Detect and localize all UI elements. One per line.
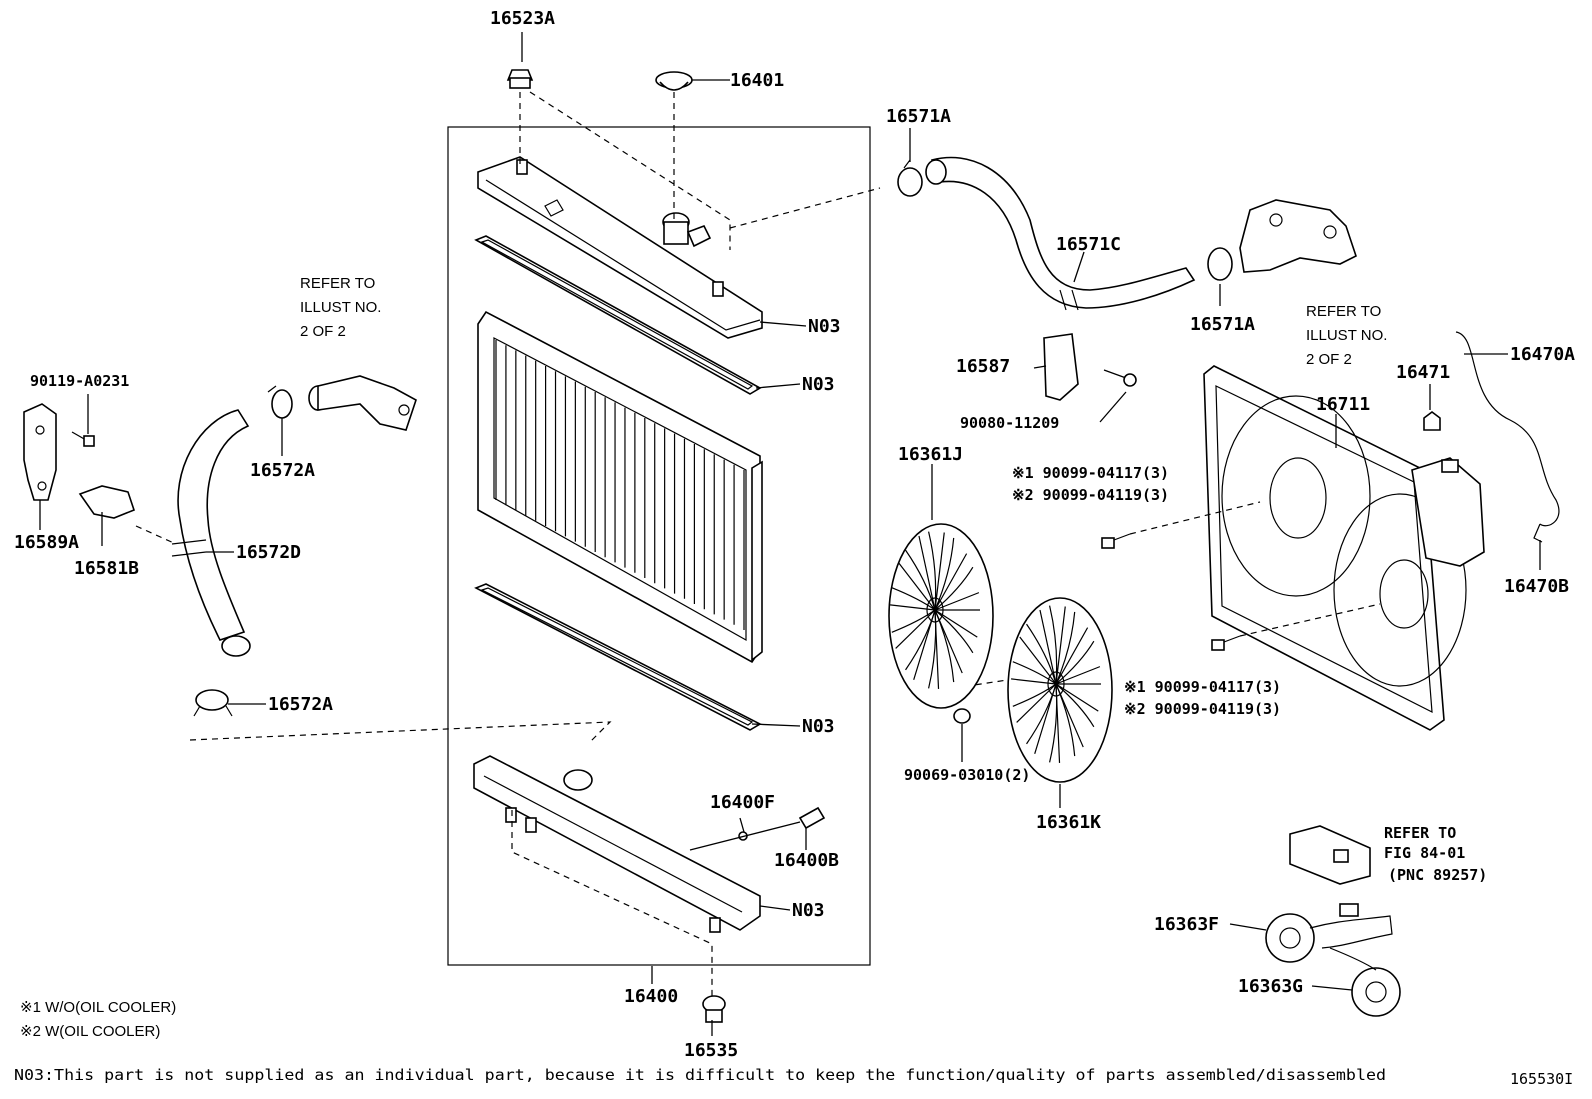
- fan-motor-16363G: [1329, 947, 1401, 1017]
- refer-note-right: REFER TO ILLUST NO. 2 OF 2: [1306, 303, 1387, 368]
- legend-note-1: ※1 W/O(OIL COOLER): [20, 999, 176, 1016]
- label-16535: 16535: [684, 1040, 738, 1061]
- svg-text:FIG 84-01: FIG 84-01: [1384, 844, 1465, 862]
- label-n03-1: N03: [808, 316, 841, 337]
- label-n03-3: N03: [802, 716, 835, 737]
- svg-text:2 OF 2: 2 OF 2: [300, 323, 346, 340]
- bolt-90119: [71, 431, 95, 447]
- radiator-cap: [655, 71, 693, 91]
- label-bolt-b-1: ※1 90099-04117(3): [1124, 678, 1281, 696]
- footer-n03-note: N03:This part is not supplied as an indi…: [14, 1066, 1386, 1084]
- hose-clamp-16571A-top: [897, 159, 923, 197]
- label-n03-2: N03: [802, 374, 835, 395]
- figure-code: 165530I: [1510, 1070, 1573, 1088]
- fan-16361J: [888, 523, 994, 709]
- clamp-16581B: [78, 485, 135, 519]
- svg-text:REFER TO: REFER TO: [1306, 303, 1381, 320]
- refer-note-left: REFER TO ILLUST NO. 2 OF 2: [300, 275, 381, 340]
- fan-shroud: [1203, 365, 1485, 731]
- fan-16361K: [1007, 597, 1113, 783]
- label-16581B: 16581B: [74, 558, 139, 579]
- bolt-90080: [1103, 369, 1137, 387]
- label-16523A: 16523A: [490, 8, 555, 29]
- clip-16471: [1423, 411, 1441, 431]
- label-16363F: 16363F: [1154, 914, 1219, 935]
- water-outlet-housing: [1239, 199, 1357, 273]
- radiator-core: [477, 310, 763, 664]
- hose-clamp-lower: [193, 689, 233, 717]
- label-16400F: 16400F: [710, 792, 775, 813]
- fan-control-unit: [1289, 825, 1371, 885]
- part-labels: 16523A 16401 16571A 16571C 16571A 16587 …: [14, 8, 1575, 1061]
- svg-text:2 OF 2: 2 OF 2: [1306, 351, 1352, 368]
- svg-text:ILLUST NO.: ILLUST NO.: [1306, 327, 1387, 344]
- label-16470B: 16470B: [1504, 576, 1569, 597]
- label-bolt-a-1: ※1 90099-04117(3): [1012, 464, 1169, 482]
- label-16361J: 16361J: [898, 444, 963, 465]
- hose-clamp-16571A-right: [1207, 247, 1233, 281]
- water-outlet-pipe: [308, 375, 417, 431]
- label-16361K: 16361K: [1036, 812, 1101, 833]
- bolt-shroud-upper: [1101, 533, 1131, 549]
- radiator-inlet-hose: [171, 409, 251, 657]
- radiator-assembly-frame: [447, 126, 871, 966]
- label-bolt-a-2: ※2 90099-04119(3): [1012, 486, 1169, 504]
- radiator-lower-tank: [473, 755, 761, 933]
- hose-clamp-upper: [267, 385, 293, 419]
- label-90119: 90119-A0231: [30, 372, 129, 390]
- label-n03-4: N03: [792, 900, 825, 921]
- radiator-upper-tank: [477, 156, 763, 339]
- label-16572A-top: 16572A: [250, 460, 315, 481]
- refer-note-fig: REFER TO FIG 84-01 (PNC 89257): [1384, 824, 1487, 884]
- label-16401: 16401: [730, 70, 784, 91]
- label-16572D: 16572D: [236, 542, 301, 563]
- label-16571A-right: 16571A: [1190, 314, 1255, 335]
- label-16400B: 16400B: [774, 850, 839, 871]
- fan-motor-16363F: [1265, 903, 1393, 963]
- svg-text:ILLUST NO.: ILLUST NO.: [300, 299, 381, 316]
- label-16400: 16400: [624, 986, 678, 1007]
- label-16589A: 16589A: [14, 532, 79, 553]
- drain-plug-bottom: [702, 995, 726, 1023]
- nut-90069: [953, 708, 971, 724]
- label-16470A: 16470A: [1510, 344, 1575, 365]
- label-16587: 16587: [956, 356, 1010, 377]
- bracket-16587: [1043, 333, 1079, 401]
- clamp-16470B: [1533, 523, 1543, 543]
- radiator-outlet-hose: [925, 156, 1196, 311]
- label-bolt-b-2: ※2 90099-04119(3): [1124, 700, 1281, 718]
- overflow-hose: [1455, 331, 1560, 527]
- svg-text:REFER TO: REFER TO: [300, 275, 375, 292]
- legend-note-2: ※2 W(OIL COOLER): [20, 1023, 160, 1040]
- label-16571C: 16571C: [1056, 234, 1121, 255]
- label-90069: 90069-03010(2): [904, 766, 1030, 784]
- bolt-shroud-lower: [1211, 635, 1241, 651]
- bracket-16589A: [23, 403, 57, 501]
- label-16571A-top: 16571A: [886, 106, 951, 127]
- label-16363G: 16363G: [1238, 976, 1303, 997]
- label-16572A-bottom: 16572A: [268, 694, 333, 715]
- label-16471: 16471: [1396, 362, 1450, 383]
- svg-text:REFER TO: REFER TO: [1384, 824, 1456, 842]
- leader-lines: [39, 32, 1541, 1036]
- label-16711: 16711: [1316, 394, 1370, 415]
- label-90080: 90080-11209: [960, 414, 1059, 432]
- drain-plug-top: [506, 69, 534, 89]
- svg-text:(PNC 89257): (PNC 89257): [1388, 866, 1487, 884]
